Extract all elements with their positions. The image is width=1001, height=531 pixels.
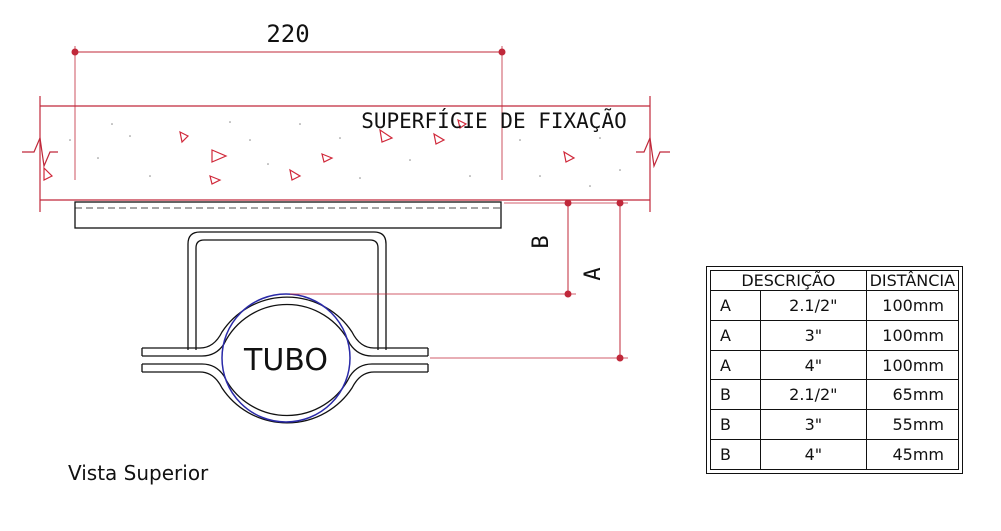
row-code: A (710, 319, 761, 351)
header-description: DESCRIÇÃO (710, 270, 867, 291)
dimension-b (290, 199, 576, 298)
row-distance: 65mm (865, 379, 960, 411)
row-code: B (710, 379, 761, 411)
dimension-b-label: B (529, 235, 554, 248)
row-code: A (710, 349, 761, 381)
row-size: 4" (760, 439, 867, 470)
row-code: B (710, 439, 761, 470)
row-distance: 45mm (865, 439, 960, 470)
row-size: 3" (760, 409, 867, 441)
row-size: 3" (760, 319, 867, 351)
row-size: 2.1/2" (760, 290, 867, 321)
row-code: A (710, 290, 761, 321)
row-distance: 100mm (865, 319, 960, 351)
pipe-clamp (141, 296, 429, 424)
pipe-label: TUBO (243, 343, 328, 378)
distance-table: DESCRIÇÃO DISTÂNCIA A 2.1/2" 100mm A 3" … (706, 266, 963, 474)
width-dimension-label: 220 (266, 20, 309, 48)
pipe-circle (221, 293, 351, 423)
table-row: A 2.1/2" 100mm (710, 290, 960, 321)
header-distance: DISTÂNCIA (865, 270, 960, 291)
concrete-aggregate-marks (43, 118, 576, 185)
width-dimension (71, 46, 506, 180)
row-size: 4" (760, 349, 867, 381)
concrete-dots (69, 121, 621, 187)
row-size: 2.1/2" (760, 379, 867, 411)
table-row: B 2.1/2" 65mm (710, 379, 960, 411)
distance-table-grid: DESCRIÇÃO DISTÂNCIA A 2.1/2" 100mm A 3" … (710, 270, 960, 470)
dimension-a (430, 199, 628, 362)
table-row: A 4" 100mm (710, 349, 960, 381)
table-header-row: DESCRIÇÃO DISTÂNCIA (710, 270, 960, 291)
row-distance: 55mm (865, 409, 960, 441)
table-row: B 4" 45mm (710, 439, 960, 470)
view-caption: Vista Superior (68, 461, 209, 485)
row-distance: 100mm (865, 290, 960, 321)
surface-label: SUPERFÍCIE DE FIXAÇÃO (361, 107, 627, 133)
fixing-surface (22, 96, 670, 212)
u-bolt (187, 231, 387, 350)
dimension-a-label: A (581, 267, 606, 280)
table-row: A 3" 100mm (710, 319, 960, 351)
row-distance: 100mm (865, 349, 960, 381)
base-plate (74, 201, 502, 229)
table-row: B 3" 55mm (710, 409, 960, 441)
row-code: B (710, 409, 761, 441)
